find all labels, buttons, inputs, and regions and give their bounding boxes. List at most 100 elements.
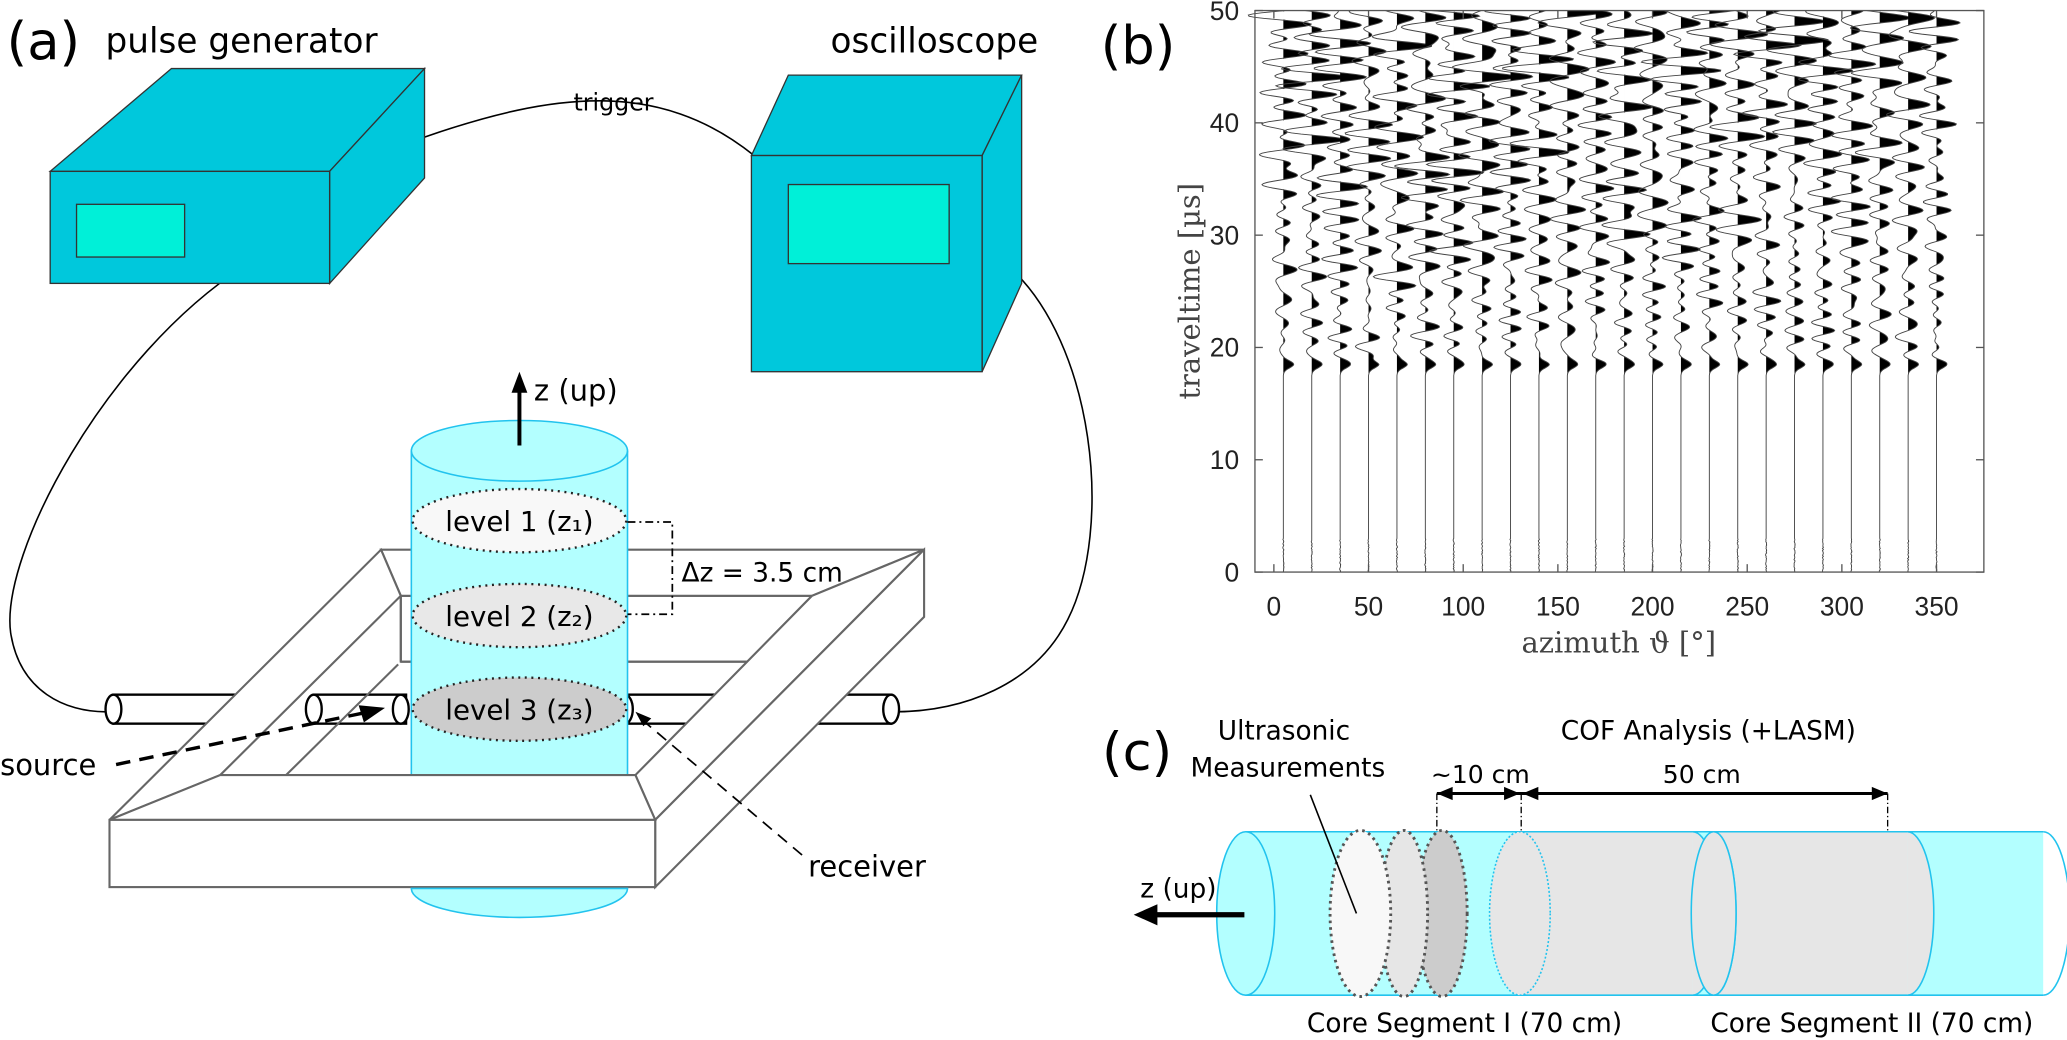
pulse-generator-screen — [75, 203, 186, 258]
trace-wiggle-line — [1885, 10, 1935, 573]
oscilloscope-screen — [787, 183, 950, 265]
trace-positive-fill — [1737, 10, 1768, 573]
cof-section-segment-1 — [1488, 830, 1720, 996]
trace-positive-fill — [1879, 10, 1910, 573]
z-up-arrow-icon — [511, 371, 528, 446]
trace — [1247, 10, 1313, 573]
trace-positive-fill — [1908, 10, 1935, 573]
oscilloscope-cable — [893, 265, 1093, 713]
receiver-arrowhead-icon — [635, 711, 652, 727]
trace — [1452, 10, 1519, 573]
z-up-label: z (up) — [534, 374, 618, 408]
trace-positive-fill — [1567, 10, 1607, 573]
ultrasonic-discs — [1328, 828, 1469, 998]
y-tick-label: 50 — [1210, 0, 1239, 26]
trace — [1640, 10, 1722, 573]
delta-z-label: Δz = 3.5 cm — [682, 558, 843, 588]
trace-wiggle-line — [1425, 10, 1491, 573]
y-tick-label: 40 — [1210, 108, 1239, 138]
trace — [1502, 10, 1575, 573]
trace-wiggle-line — [1757, 10, 1829, 573]
trace — [1709, 10, 1769, 573]
trace — [1592, 10, 1654, 573]
trace — [1732, 10, 1802, 573]
sample-frame-front — [108, 774, 657, 889]
trace-wiggle-line — [1502, 10, 1575, 573]
trace — [1885, 10, 1935, 573]
trace — [1576, 10, 1617, 573]
trace — [1827, 10, 1877, 573]
receiver-label: receiver — [808, 850, 926, 884]
x-tick-label: 150 — [1536, 592, 1580, 622]
trace-positive-fill — [1936, 10, 1961, 573]
trace-positive-fill — [1709, 10, 1735, 573]
trace-wiggle-line — [1483, 10, 1534, 573]
trace-positive-fill — [1368, 10, 1393, 573]
ultrasonic-label-line2: Measurements — [1191, 753, 1386, 783]
level-3-ring — [411, 676, 628, 742]
trace-wiggle-line — [1394, 10, 1451, 573]
x-tick-label: 50 — [1354, 592, 1383, 622]
trace-positive-fill — [1851, 10, 1876, 573]
core-cylinder-bottom — [410, 887, 629, 919]
plot-area-frame — [1254, 9, 1985, 573]
level-2-label: level 2 (z₂) — [445, 600, 593, 633]
z-up-label-c: z (up) — [1140, 875, 1216, 905]
trace-positive-fill — [1510, 10, 1533, 573]
trace — [1308, 10, 1372, 573]
trace-wiggle-line — [1308, 10, 1372, 573]
level-1-ring — [411, 487, 628, 554]
source-arrowhead-icon — [358, 705, 385, 723]
trace-wiggle-line — [1592, 10, 1654, 573]
trace — [1686, 10, 1735, 573]
pulse-cable — [9, 265, 245, 713]
y-tick-label: 0 — [1224, 557, 1239, 587]
core-segment-2-label: Core Segment II (70 cm) — [1710, 1009, 2033, 1039]
trace-wiggle-line — [1686, 10, 1735, 573]
trace-wiggle-line — [1344, 10, 1394, 573]
pulse-generator-label: pulse generator — [106, 22, 379, 62]
distance-50cm-label: 50 cm — [1663, 760, 1741, 789]
x-tick-label: 250 — [1725, 592, 1769, 622]
pulse-generator-box — [48, 66, 427, 286]
trace-wiggle-line — [1850, 10, 1911, 573]
trace-wiggle-line — [1247, 10, 1313, 573]
axis-ticks — [1254, 9, 1984, 573]
level-3-label: level 3 (z₃) — [445, 694, 593, 727]
trace-wiggle-line — [1709, 10, 1769, 573]
cof-section-segment-2 — [1690, 830, 1935, 996]
trace-wiggle-line — [1633, 10, 1669, 573]
oscilloscope-label: oscilloscope — [831, 22, 1039, 62]
trace-wiggle-line — [1732, 10, 1802, 573]
transducer-source — [304, 693, 410, 725]
trace — [1371, 10, 1433, 573]
ultrasonic-leader-line — [1309, 794, 1358, 914]
trace-positive-fill — [1822, 10, 1853, 573]
trace — [1537, 10, 1607, 573]
distance-10cm-label: ~10 cm — [1431, 760, 1530, 789]
oscilloscope-box — [750, 74, 1023, 373]
trace — [1757, 10, 1829, 573]
x-tick-label: 300 — [1820, 592, 1864, 622]
trace-wiggle-line — [1908, 10, 1961, 573]
y-tick-label: 20 — [1210, 333, 1239, 363]
trace — [1394, 10, 1451, 573]
trigger-label: trigger — [573, 89, 653, 117]
trace-positive-fill — [1766, 10, 1801, 573]
trace-wiggle-line — [1371, 10, 1433, 573]
receiver-pointer — [641, 719, 805, 858]
trace — [1274, 10, 1352, 573]
delta-z-bracket — [627, 521, 674, 616]
wiggle-traces — [1247, 10, 1961, 573]
level-2-ring — [411, 582, 628, 649]
y-tick-label: 10 — [1210, 445, 1239, 475]
trace-wiggle-line — [1827, 10, 1877, 573]
trace-wiggle-line — [1537, 10, 1607, 573]
trace-positive-fill — [1680, 10, 1721, 573]
trace — [1908, 10, 1961, 573]
trace-positive-fill — [1595, 10, 1616, 573]
trace-positive-fill — [1624, 10, 1653, 573]
